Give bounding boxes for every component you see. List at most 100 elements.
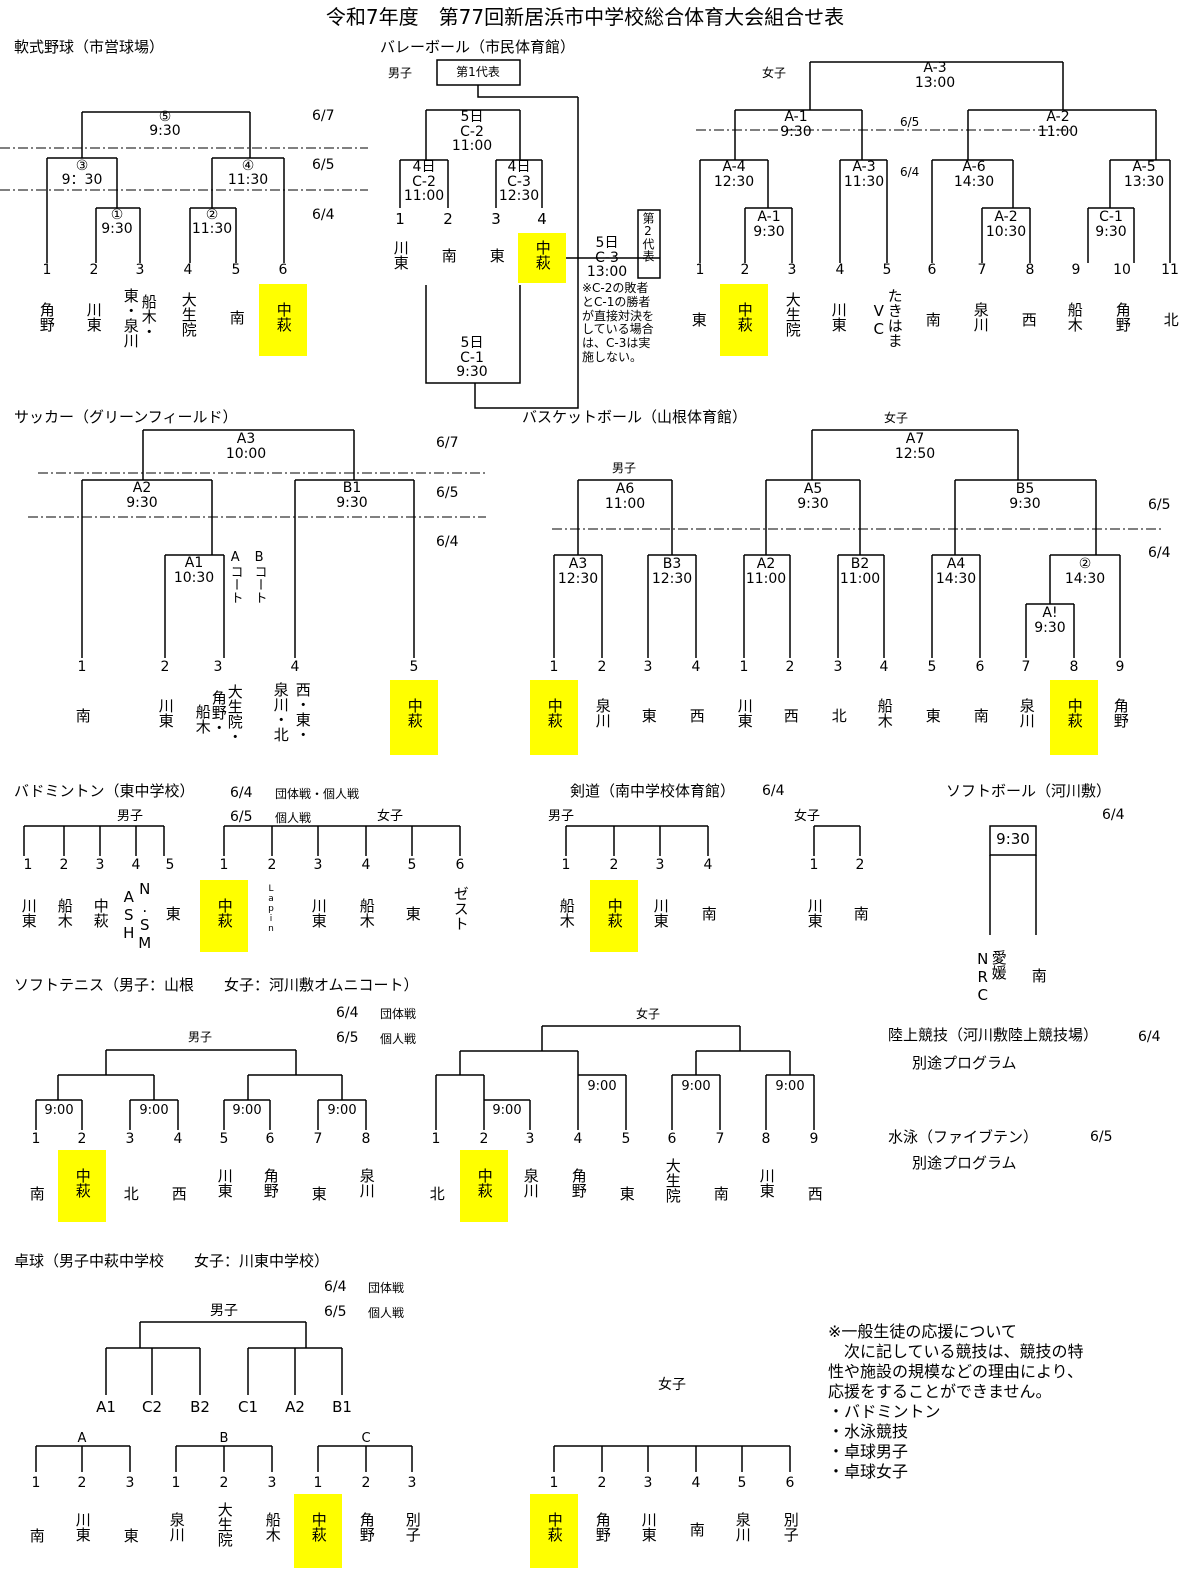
team-name: 南 bbox=[73, 708, 92, 723]
slot-number: 5 bbox=[165, 857, 175, 873]
slot-number: 5 bbox=[409, 659, 419, 675]
rep1-label: 第1代表 bbox=[456, 65, 500, 79]
highlight-box bbox=[530, 1494, 578, 1568]
code-label: C1 bbox=[237, 1398, 259, 1416]
team-name: ゼスト bbox=[451, 886, 470, 931]
slot-number: 3 bbox=[643, 659, 653, 675]
date-note: 団体戦 bbox=[380, 1007, 417, 1021]
slot-number: 2 bbox=[785, 659, 795, 675]
match-number: ⑤ bbox=[158, 109, 172, 125]
team-name: 西・東・ bbox=[293, 682, 312, 742]
team-name: 角野 bbox=[593, 1512, 612, 1542]
date-note: 団体戦 bbox=[368, 1281, 405, 1295]
slot-number: 4 bbox=[573, 1131, 583, 1147]
team-name: N.SM bbox=[135, 880, 154, 952]
team-name-highlighted: 中萩 bbox=[533, 240, 552, 270]
girls-label: 女子 bbox=[884, 411, 909, 425]
court-b-label: Bコート bbox=[251, 550, 267, 604]
cheer-note-item: ・卓球女子 bbox=[828, 1462, 909, 1481]
team-name: 南 bbox=[687, 1522, 706, 1537]
girls-label: 女子 bbox=[794, 809, 821, 824]
team-name: 角野 bbox=[1113, 302, 1132, 332]
slot-number: 6 bbox=[455, 857, 465, 873]
team-name: 泉川 bbox=[521, 1168, 540, 1198]
slot-number: 4 bbox=[835, 262, 845, 278]
team-name: ASH bbox=[119, 888, 138, 942]
team-name: 角野 bbox=[357, 1512, 376, 1542]
date-label: 6/4 bbox=[1138, 1029, 1161, 1045]
date-label: 6/4 bbox=[436, 534, 459, 550]
cheer-note-line: 性や施設の規模などの理由により、 bbox=[828, 1362, 1084, 1381]
team-name: 南 bbox=[227, 310, 246, 325]
highlight-box bbox=[460, 1150, 508, 1222]
team-name: NRC bbox=[973, 950, 992, 1004]
slot-number: 8 bbox=[761, 1131, 771, 1147]
team-name: 泉川 bbox=[971, 302, 990, 332]
team-name: 船木 bbox=[263, 1512, 282, 1542]
team-name: 東 bbox=[163, 906, 182, 921]
date-label: 6/4 bbox=[900, 165, 920, 179]
highlight-box bbox=[200, 880, 248, 952]
slot-number: 2 bbox=[267, 857, 277, 873]
team-name: 大生院 bbox=[179, 292, 198, 337]
slot-number: 1 bbox=[171, 1475, 181, 1491]
team-name: 北 bbox=[121, 1186, 140, 1201]
team-name: 角野 bbox=[261, 1168, 280, 1198]
slot-number: 1 bbox=[219, 857, 229, 873]
date-label: 6/5 bbox=[312, 157, 335, 173]
slot-number: 6 bbox=[265, 1131, 275, 1147]
match-time: 9:00 bbox=[775, 1079, 805, 1094]
slot-number: 1 bbox=[42, 262, 52, 278]
slot-number: 2 bbox=[740, 262, 750, 278]
slot-number: 1 bbox=[809, 857, 819, 873]
volleyball-note: ※C-2の敗者とC-1の勝者が直接対決をしている場合は、C-3は実施しない。 bbox=[582, 281, 655, 364]
date-label: 6/5 bbox=[230, 809, 253, 825]
team-name-highlighted: 中萩 bbox=[545, 698, 564, 728]
team-name: 南 bbox=[27, 1186, 46, 1201]
team-name: 川東 bbox=[829, 302, 848, 332]
highlight-box bbox=[590, 880, 638, 952]
team-name: 東 bbox=[639, 708, 658, 723]
slot-number: 4 bbox=[183, 262, 193, 278]
slot-number: 1 bbox=[77, 659, 87, 675]
team-name: 川東 bbox=[84, 302, 103, 332]
slot-number: 2 bbox=[361, 1475, 371, 1491]
team-name-highlighted: 中萩 bbox=[545, 1512, 564, 1542]
team-name-highlighted: 中萩 bbox=[1065, 698, 1084, 728]
team-name: Lapin bbox=[266, 884, 276, 934]
slot-number: 2 bbox=[160, 659, 170, 675]
slot-number: 3 bbox=[125, 1475, 135, 1491]
team-name: 北 bbox=[829, 708, 848, 723]
team-name-highlighted: 中萩 bbox=[605, 898, 624, 928]
team-name: 南 bbox=[971, 708, 990, 723]
date-label: 6/5 bbox=[1148, 497, 1171, 513]
slot-number: 10 bbox=[1113, 262, 1131, 278]
slot-number: 1 bbox=[739, 659, 749, 675]
slot-number: 1 bbox=[31, 1131, 41, 1147]
boys-label: 男子 bbox=[548, 809, 575, 824]
team-name: 角野 bbox=[37, 302, 56, 332]
slot-number: 5 bbox=[927, 659, 937, 675]
slot-number: 5 bbox=[882, 262, 892, 278]
group-label: C bbox=[361, 1431, 371, 1446]
slot-number: 4 bbox=[703, 857, 713, 873]
team-name: 東 bbox=[121, 1528, 140, 1543]
team-name-highlighted: 中萩 bbox=[309, 1512, 328, 1542]
date-label: 6/4 bbox=[1148, 545, 1171, 561]
court-a-label: Aコート bbox=[227, 550, 243, 604]
cheer-note-line: 次に記している競技は、競技の特 bbox=[828, 1342, 1084, 1361]
slot-number: 1 bbox=[561, 857, 571, 873]
slot-number: 2 bbox=[77, 1131, 87, 1147]
slot-number: 3 bbox=[95, 857, 105, 873]
date-label: 6/4 bbox=[230, 785, 253, 801]
slot-number: 3 bbox=[833, 659, 843, 675]
